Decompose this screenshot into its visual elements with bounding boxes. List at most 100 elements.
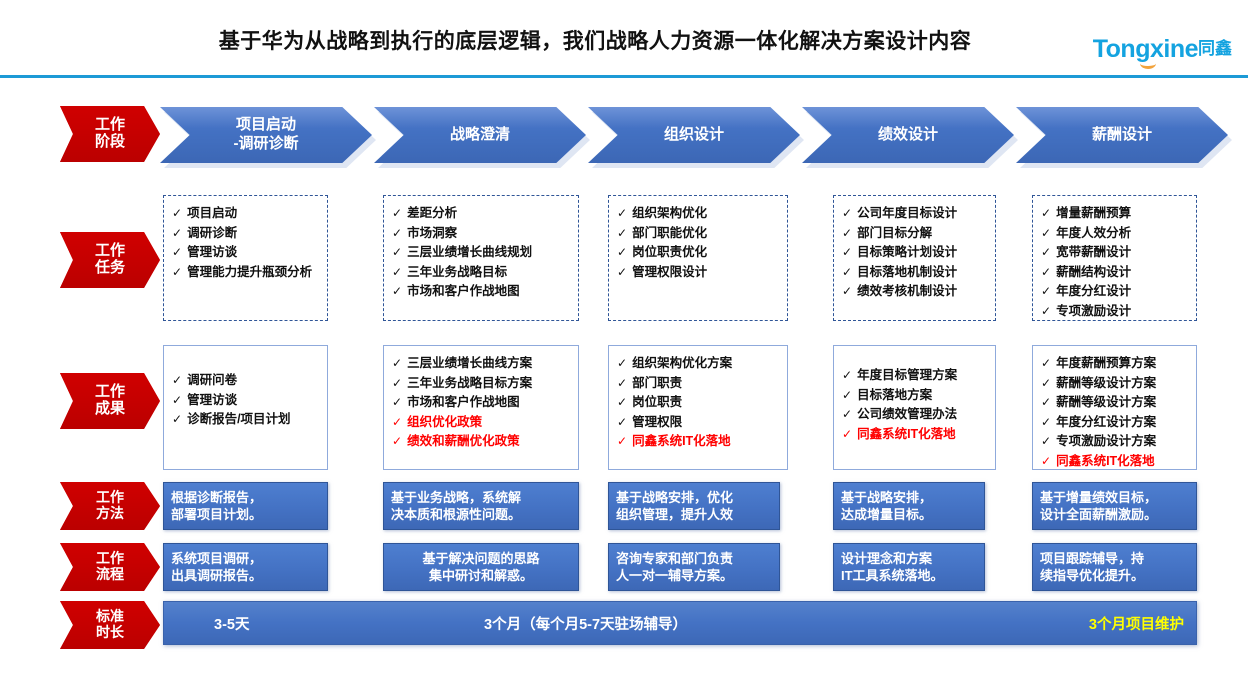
header-divider — [0, 75, 1248, 78]
check-icon: ✓ — [1041, 284, 1052, 298]
logo-text-cn: 同鑫 — [1198, 39, 1232, 58]
check-icon: ✓ — [172, 373, 183, 387]
list-item: ✓岗位职责优化 — [617, 243, 781, 263]
result-box-3: ✓组织架构优化方案 ✓部门职责 ✓岗位职责 ✓管理权限 ✓同鑫系统IT化落地 — [608, 345, 788, 470]
list-item: ✓目标落地方案 — [842, 386, 989, 406]
check-icon: ✓ — [172, 225, 183, 240]
list-item: ✓年度薪酬预算方案 — [1041, 354, 1190, 374]
stage-arrow-1[interactable]: 项目启动 -调研诊断 — [160, 107, 372, 163]
row-label-result-line2: 成果 — [94, 400, 125, 417]
task-box-2: ✓差距分析 ✓市场洞察 ✓三层业绩增长曲线规划 ✓三年业务战略目标 ✓市场和客户… — [383, 195, 579, 321]
row-label-stage-line2: 阶段 — [94, 133, 125, 150]
result-box-5: ✓年度薪酬预算方案 ✓薪酬等级设计方案 ✓薪酬等级设计方案 ✓年度分红设计方案 … — [1032, 345, 1197, 470]
task-box-4: ✓公司年度目标设计 ✓部门目标分解 ✓目标策略计划设计 ✓目标落地机制设计 ✓绩… — [833, 195, 996, 321]
list-item: ✓公司年度目标设计 — [842, 204, 989, 224]
list-item: ✓管理访谈 — [172, 391, 321, 411]
check-icon: ✓ — [1041, 453, 1052, 468]
process-box-3: 咨询专家和部门负责 人一对一辅导方案。 — [608, 543, 780, 591]
stage-2-label-line1: 战略澄清 — [449, 125, 510, 143]
method-2-line1: 基于业务战略，系统解 — [391, 490, 522, 505]
list-item: ✓专项激励设计方案 — [1041, 432, 1190, 452]
result-box-1: ✓调研问卷 ✓管理访谈 ✓诊断报告/项目计划 — [163, 345, 328, 470]
check-icon: ✓ — [617, 414, 628, 429]
list-item: ✓岗位职责 — [617, 393, 781, 413]
process-5-line1: 项目跟踪辅导，持 — [1040, 551, 1145, 566]
check-icon: ✓ — [617, 206, 628, 220]
list-item: ✓薪酬等级设计方案 — [1041, 374, 1190, 394]
list-item: ✓同鑫系统IT化落地 — [617, 432, 781, 452]
process-box-4: 设计理念和方案 IT工具系统落地。 — [833, 543, 985, 591]
check-icon: ✓ — [392, 264, 403, 279]
check-icon: ✓ — [617, 264, 628, 279]
check-icon: ✓ — [172, 392, 183, 407]
list-item: ✓同鑫系统IT化落地 — [1041, 452, 1190, 472]
check-icon: ✓ — [617, 356, 628, 370]
check-icon: ✓ — [1041, 414, 1052, 429]
stage-4-label-line1: 绩效设计 — [877, 125, 938, 143]
duration-maintenance: 3个月项目维护 — [1088, 616, 1184, 633]
row-label-task-line2: 任务 — [94, 259, 125, 276]
list-item: ✓薪酬结构设计 — [1041, 263, 1190, 283]
list-item: ✓公司绩效管理办法 — [842, 405, 989, 425]
list-item: ✓差距分析 — [392, 204, 572, 224]
check-icon: ✓ — [1041, 245, 1052, 259]
stage-arrow-3[interactable]: 组织设计 — [588, 107, 800, 163]
check-icon: ✓ — [842, 368, 853, 382]
check-icon: ✓ — [842, 225, 853, 240]
list-item: ✓绩效和薪酬优化政策 — [392, 432, 572, 452]
process-1-line1: 系统项目调研， — [171, 551, 263, 566]
list-item: ✓宽带薪酬设计 — [1041, 243, 1190, 263]
check-icon: ✓ — [842, 426, 853, 441]
row-label-method-line1: 工作 — [96, 489, 124, 506]
list-item: ✓年度分红设计方案 — [1041, 413, 1190, 433]
result-list-4: ✓年度目标管理方案 ✓目标落地方案 ✓公司绩效管理办法 ✓同鑫系统IT化落地 — [842, 366, 989, 444]
check-icon: ✓ — [392, 414, 403, 429]
row-label-stage-line1: 工作 — [94, 116, 125, 134]
list-item: ✓年度目标管理方案 — [842, 366, 989, 386]
check-icon: ✓ — [842, 206, 853, 220]
list-item: ✓增量薪酬预算 — [1041, 204, 1190, 224]
stage-arrow-2[interactable]: 战略澄清 — [374, 107, 586, 163]
list-item: ✓诊断报告/项目计划 — [172, 410, 321, 430]
check-icon: ✓ — [842, 407, 853, 421]
stage-1-label-line1: 项目启动 — [235, 116, 296, 134]
duration-bar: 3-5天 3个月（每个月5-7天驻场辅导） 3个月项目维护 — [163, 601, 1197, 645]
logo-smile-icon — [1139, 58, 1156, 69]
list-item: ✓同鑫系统IT化落地 — [842, 425, 989, 445]
process-2-line2: 集中研讨和解惑。 — [428, 568, 533, 583]
list-item: ✓组织架构优化方案 — [617, 354, 781, 374]
list-item: ✓部门职能优化 — [617, 224, 781, 244]
process-3-line2: 人一对一辅导方案。 — [616, 568, 734, 583]
list-item: ✓目标落地机制设计 — [842, 263, 989, 283]
list-item: ✓市场和客户作战地图 — [392, 393, 572, 413]
check-icon: ✓ — [392, 284, 403, 298]
list-item: ✓专项激励设计 — [1041, 302, 1190, 322]
task-box-5: ✓增量薪酬预算 ✓年度人效分析 ✓宽带薪酬设计 ✓薪酬结构设计 ✓年度分红设计 … — [1032, 195, 1197, 321]
task-list-2: ✓差距分析 ✓市场洞察 ✓三层业绩增长曲线规划 ✓三年业务战略目标 ✓市场和客户… — [392, 204, 572, 302]
result-box-4: ✓年度目标管理方案 ✓目标落地方案 ✓公司绩效管理办法 ✓同鑫系统IT化落地 — [833, 345, 996, 470]
check-icon: ✓ — [1041, 434, 1052, 448]
task-list-5: ✓增量薪酬预算 ✓年度人效分析 ✓宽带薪酬设计 ✓薪酬结构设计 ✓年度分红设计 … — [1041, 204, 1190, 321]
stage-arrow-4[interactable]: 绩效设计 — [802, 107, 1014, 163]
check-icon: ✓ — [617, 434, 628, 448]
list-item: ✓调研问卷 — [172, 371, 321, 391]
method-box-5: 基于增量绩效目标， 设计全面薪酬激励。 — [1032, 482, 1197, 530]
row-label-process-line1: 工作 — [96, 550, 124, 567]
task-box-3: ✓组织架构优化 ✓部门职能优化 ✓岗位职责优化 ✓管理权限设计 — [608, 195, 788, 321]
check-icon: ✓ — [392, 356, 403, 370]
stage-arrow-5[interactable]: 薪酬设计 — [1016, 107, 1228, 163]
brand-logo: Tongxine同鑫 — [1093, 34, 1232, 69]
list-item: ✓三层业绩增长曲线规划 — [392, 243, 572, 263]
method-2-line2: 决本质和根源性问题。 — [391, 507, 522, 522]
duration-middle: 3个月（每个月5-7天驻场辅导） — [484, 616, 688, 633]
row-label-process-line2: 流程 — [96, 566, 124, 582]
row-label-method: 工作 方法 — [60, 482, 160, 530]
task-list-4: ✓公司年度目标设计 ✓部门目标分解 ✓目标策略计划设计 ✓目标落地机制设计 ✓绩… — [842, 204, 989, 302]
list-item: ✓三层业绩增长曲线方案 — [392, 354, 572, 374]
process-2-line1: 基于解决问题的思路 — [422, 551, 540, 566]
check-icon: ✓ — [617, 245, 628, 259]
task-list-1: ✓项目启动 ✓调研诊断 ✓管理访谈 ✓管理能力提升瓶颈分析 — [172, 204, 321, 282]
check-icon: ✓ — [1041, 206, 1052, 220]
page-header: 基于华为从战略到执行的底层逻辑，我们战略人力资源一体化解决方案设计内容 Tong… — [0, 0, 1248, 78]
check-icon: ✓ — [1041, 225, 1052, 240]
